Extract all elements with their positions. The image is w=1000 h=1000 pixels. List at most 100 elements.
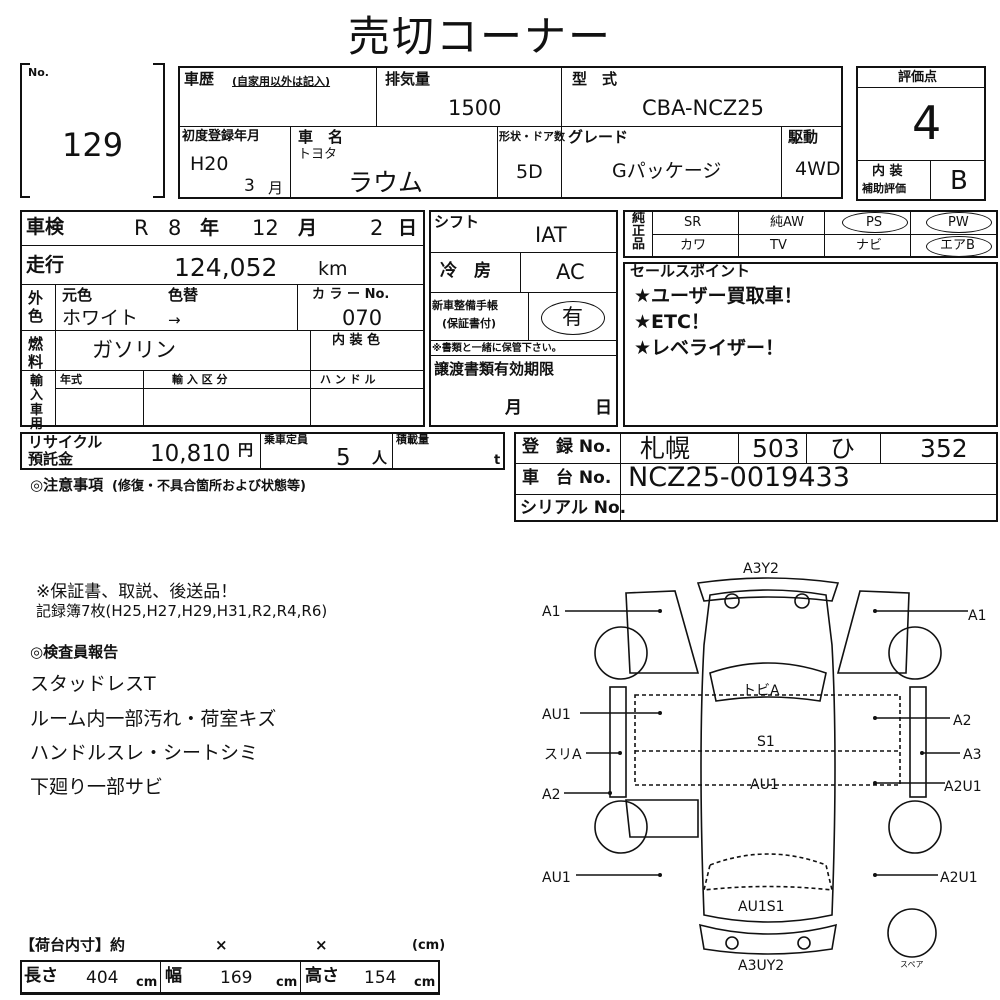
- score-box: [856, 66, 986, 201]
- manual-circle: [541, 301, 605, 335]
- color-code: 070: [342, 306, 383, 330]
- transfer-label: 譲渡書類有効期限: [434, 360, 555, 378]
- diagram-left-mid: AU1: [542, 707, 571, 723]
- manual-sub-label: (保証書付): [442, 317, 497, 330]
- equip-ps-circle: [842, 212, 908, 233]
- cargo-unit: (cm): [412, 938, 446, 953]
- manual-label: 新車整備手帳: [432, 299, 498, 312]
- lot-box: No. 129: [20, 63, 165, 198]
- body-label: 形状・ドア数: [499, 130, 565, 143]
- fuel-label: 燃料: [28, 335, 44, 371]
- diagram-back: AU1S1: [738, 899, 785, 915]
- history-note: (自家用以外は記入): [232, 75, 331, 88]
- equip-airbag: エアB: [940, 238, 975, 253]
- lot-number: 129: [62, 126, 124, 164]
- displacement-label: 排気量: [385, 70, 431, 88]
- registration-block: [514, 432, 998, 522]
- transfer-day-unit: 日: [595, 398, 612, 418]
- inspection-day: 2: [370, 216, 384, 240]
- car-name-label: 車 名: [298, 128, 344, 146]
- inspection-month: 12: [252, 216, 279, 240]
- drive-value: 4WD: [795, 158, 841, 180]
- registration-number: 352: [920, 434, 968, 463]
- equip-sr: SR: [684, 215, 702, 230]
- registration-class: 503: [752, 434, 800, 463]
- diagram-left-rear: AU1: [542, 870, 571, 886]
- sales-points-label: セールスポイント: [630, 262, 751, 280]
- aircon-label: 冷 房: [440, 261, 491, 281]
- page-title: 売切コーナー: [348, 12, 613, 61]
- diagram-left-rear-door: A2: [542, 787, 560, 803]
- diagram-roof-2: AU1: [750, 777, 779, 793]
- car-damage-diagram: A3Y2 A1 A1 AU1 A2 スリA A3 A2 A2U1 AU1 A2U…: [542, 561, 986, 974]
- cargo-label: 【荷台内寸】約: [20, 936, 126, 954]
- caution-note: (修復・不具合箇所および状態等): [112, 479, 306, 494]
- model-label: 型 式: [572, 70, 618, 88]
- first-reg-era: H20: [190, 153, 229, 175]
- lot-label: No.: [28, 66, 49, 79]
- import-label: 輸入車用: [30, 374, 44, 432]
- inspection-year: 8: [168, 216, 182, 240]
- mileage-value: 124,052: [174, 253, 278, 282]
- diagram-spare: スペア: [900, 960, 923, 969]
- capacity-unit: 人: [372, 449, 388, 467]
- cargo-height-label: 高さ: [305, 966, 339, 986]
- orig-color-label: 元色: [62, 286, 93, 304]
- color-code-label: カ ラ ー No.: [312, 287, 390, 302]
- model-value: CBA-NCZ25: [642, 96, 765, 120]
- registration-area: 札幌: [640, 434, 691, 463]
- equip-navi: ナビ: [856, 238, 883, 253]
- body-value: 5D: [516, 161, 543, 183]
- sales-point-3: ★レベライザー！: [634, 337, 785, 359]
- car-maker: トヨタ: [298, 147, 338, 162]
- equip-tv: TV: [770, 238, 787, 253]
- recycle-value: 10,810: [150, 441, 231, 467]
- fuel-value: ガソリン: [92, 338, 176, 362]
- equip-leather: カワ: [680, 238, 707, 253]
- diagram-right-rear: A2U1: [940, 870, 978, 886]
- import-class-label: 輸 入 区 分: [172, 373, 228, 386]
- equip-ps: PS: [866, 215, 883, 230]
- color-arrow: →: [168, 311, 181, 329]
- score-value: 4: [912, 96, 942, 150]
- recycle-label: リサイクル: [28, 433, 103, 451]
- serial-label: シリアル No.: [520, 498, 627, 518]
- diagram-front: A3Y2: [743, 561, 779, 577]
- first-reg-month-unit: 月: [268, 179, 284, 197]
- equip-pw-circle: [926, 212, 992, 233]
- car-name-value: ラウム: [348, 168, 424, 197]
- notes-line-2: 記録簿7枚(H25,H27,H29,H31,R2,R4,R6): [36, 602, 328, 620]
- interior-score: B: [950, 166, 968, 196]
- caution-label: ◎注意事項: [30, 476, 104, 494]
- aircon-value: AC: [556, 260, 585, 284]
- interior-label: 内 装: [872, 164, 903, 179]
- first-reg-label: 初度登録年月: [182, 129, 261, 144]
- mileage-label: 走行: [26, 254, 65, 276]
- cargo-width: 169: [220, 968, 253, 988]
- load-unit: t: [494, 453, 501, 468]
- diagram-left-front-door: A1: [542, 604, 560, 620]
- color-value: ホワイト: [62, 307, 139, 329]
- first-reg-month: 3: [244, 176, 255, 196]
- equip-pw: PW: [948, 215, 969, 230]
- transfer-month-unit: 月: [505, 398, 522, 418]
- recycle-unit: 円: [238, 441, 254, 459]
- inspector-item-4: 下廻り一部サビ: [30, 776, 164, 798]
- diagram-right-mid: A2: [953, 713, 971, 729]
- recycle-block: [20, 432, 505, 470]
- history-label: 車歴: [184, 70, 215, 88]
- chassis-value: NCZ25-0019433: [628, 462, 850, 493]
- diagram-left-sill: スリA: [544, 747, 582, 763]
- cargo-width-label: 幅: [165, 966, 182, 986]
- inspection-block: [20, 210, 425, 427]
- equip-alloy-wheel: 純AW: [770, 215, 805, 230]
- registration-label: 登 録 No.: [522, 437, 612, 457]
- cargo-height: 154: [364, 968, 397, 988]
- cargo-width-unit: cm: [276, 975, 298, 990]
- cargo-height-unit: cm: [414, 975, 436, 990]
- diagram-right-sill: A3: [963, 747, 981, 763]
- cargo-length-label: 長さ: [24, 966, 58, 986]
- shift-block: [429, 210, 618, 427]
- manual-value: 有: [562, 305, 583, 329]
- import-handle-label: ハ ン ド ル: [320, 373, 376, 386]
